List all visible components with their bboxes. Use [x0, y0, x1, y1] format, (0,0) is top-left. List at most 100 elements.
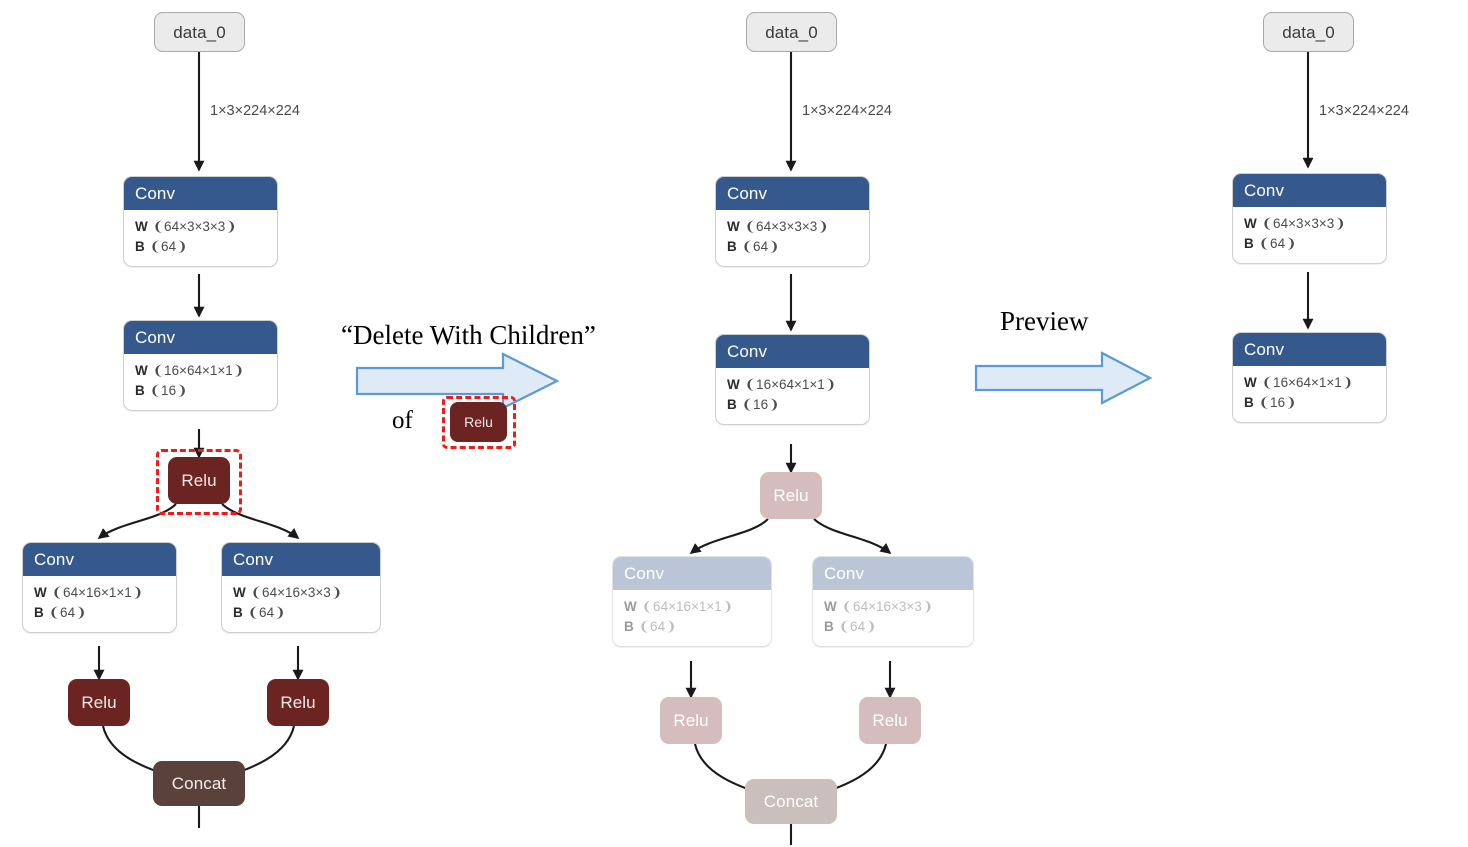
annotation-relu-chip: Relu [450, 402, 507, 442]
node-label: Relu [181, 471, 217, 490]
attr-row: W ❨64×3×3×3❩ [135, 219, 266, 235]
node-header-label: Conv [23, 543, 176, 576]
node-attributes: W ❨16×64×1×1❩ B❨16❩ [1233, 366, 1386, 422]
attr-value: ❨16❩ [741, 396, 780, 412]
node-relu-left-pending-delete[interactable]: Relu [660, 697, 722, 744]
attr-value: ❨64×16×1×1❩ [51, 585, 144, 600]
node-data_0[interactable]: data_0 [154, 12, 245, 52]
attr-row: B❨16❩ [727, 397, 858, 413]
attr-value: ❨16❩ [1258, 394, 1297, 410]
attr-row: W ❨16×64×1×1❩ [727, 377, 858, 393]
attr-value: ❨64❩ [247, 604, 286, 620]
attr-row: B❨16❩ [135, 383, 266, 399]
node-relu-selected[interactable]: Relu [168, 457, 230, 504]
attr-key: W [824, 599, 837, 614]
attr-key: B [624, 618, 634, 634]
attr-key: W [624, 599, 637, 614]
attr-value: ❨64×3×3×3❩ [152, 219, 237, 234]
node-conv-3[interactable]: Conv W ❨64×16×1×1❩ B❨64❩ [22, 542, 177, 634]
node-conv-4-pending-delete[interactable]: Conv W❨64×16×3×3❩ B❨64❩ [812, 556, 974, 648]
attr-value: ❨64❩ [838, 618, 877, 634]
node-attributes: W ❨16×64×1×1❩ B❨16❩ [124, 354, 277, 410]
node-relu-right-pending-delete[interactable]: Relu [859, 697, 921, 744]
node-label: Concat [763, 792, 819, 811]
annotation-of-label: of [392, 407, 413, 434]
node-conv-2[interactable]: Conv W ❨16×64×1×1❩ B❨16❩ [123, 320, 278, 412]
node-attributes: W ❨64×16×1×1❩ B❨64❩ [613, 590, 771, 646]
attr-value: ❨64❩ [1258, 235, 1297, 251]
attr-key: W [135, 363, 148, 378]
attr-row: B❨64❩ [824, 619, 962, 635]
node-header-label: Conv [613, 557, 771, 590]
attr-key: W [727, 219, 740, 234]
annotation-preview-label: Preview [1000, 306, 1089, 336]
attr-row: B❨64❩ [34, 605, 165, 621]
attr-row: W ❨16×64×1×1❩ [1244, 375, 1375, 391]
attr-value: ❨64❩ [149, 238, 188, 254]
attr-key: B [727, 396, 737, 412]
node-concat[interactable]: Concat [153, 761, 245, 806]
node-attributes: W ❨64×3×3×3❩ B❨64❩ [716, 210, 869, 266]
attr-key: W [34, 585, 47, 600]
node-label: Relu [773, 486, 809, 505]
node-header-label: Conv [124, 177, 277, 210]
node-attributes: W ❨64×3×3×3❩ B❨64❩ [124, 210, 277, 266]
node-conv-1[interactable]: Conv W❨64×3×3×3❩ B❨64❩ [1232, 173, 1387, 265]
attr-value: ❨64×3×3×3❩ [744, 219, 829, 234]
node-conv-3-pending-delete[interactable]: Conv W ❨64×16×1×1❩ B❨64❩ [612, 556, 772, 648]
node-concat-pending-delete[interactable]: Concat [745, 779, 837, 824]
edge-label-tensor-shape: 1×3×224×224 [1319, 103, 1409, 119]
attr-value: ❨16×64×1×1❩ [152, 363, 245, 378]
attr-value: ❨64❩ [638, 618, 677, 634]
attr-row: B❨16❩ [1244, 395, 1375, 411]
node-attributes: W ❨64×16×3×3❩ B❨64❩ [813, 590, 973, 646]
attr-key: W [233, 585, 246, 600]
node-conv-2[interactable]: Conv W ❨16×64×1×1❩ B❨16❩ [715, 334, 870, 426]
node-header-label: Conv [716, 177, 869, 210]
attr-value: ❨64×16×3×3❩ [250, 585, 343, 600]
attr-key: B [824, 618, 834, 634]
attr-key: B [34, 604, 44, 620]
annotation-chip-selection-marquee [442, 396, 516, 449]
attr-value: ❨64×16×3×3❩ [841, 599, 934, 614]
attr-key: B [135, 238, 145, 254]
annotation-delete-with-children: “Delete With Children” [341, 320, 596, 350]
node-relu-left[interactable]: Relu [68, 679, 130, 726]
node-header-label: Conv [1233, 174, 1386, 207]
node-attributes: W ❨16×64×1×1❩ B❨16❩ [716, 368, 869, 424]
node-attributes: W ❨64×16×1×1❩ B❨64❩ [23, 576, 176, 632]
node-relu-pending-delete[interactable]: Relu [760, 472, 822, 519]
node-conv-1[interactable]: Conv W ❨64×3×3×3❩ B❨64❩ [715, 176, 870, 268]
node-label: data_0 [173, 22, 226, 42]
block-arrow-right-icon [355, 352, 559, 410]
attr-value: ❨16×64×1×1❩ [1261, 375, 1354, 390]
attr-key: B [1244, 394, 1254, 410]
attr-key: W [727, 377, 740, 392]
attr-row: B❨64❩ [727, 239, 858, 255]
edge-label-tensor-shape: 1×3×224×224 [802, 103, 892, 119]
attr-row: W ❨64×3×3×3❩ [727, 219, 858, 235]
attr-value: ❨16❩ [149, 382, 188, 398]
node-header-label: Conv [124, 321, 277, 354]
node-relu-right[interactable]: Relu [267, 679, 329, 726]
attr-key: W [135, 219, 148, 234]
node-conv-4[interactable]: Conv W❨64×16×3×3❩ B❨64❩ [221, 542, 381, 634]
node-header-label: Conv [1233, 333, 1386, 366]
node-conv-2[interactable]: Conv W ❨16×64×1×1❩ B❨16❩ [1232, 332, 1387, 424]
node-label: Concat [171, 774, 227, 793]
attr-key: B [727, 238, 737, 254]
node-label: Relu [280, 693, 316, 712]
block-arrow-right-icon [974, 351, 1152, 405]
attr-key: W [1244, 375, 1257, 390]
node-label: Relu [872, 711, 908, 730]
node-data_0[interactable]: data_0 [746, 12, 837, 52]
node-data_0[interactable]: data_0 [1263, 12, 1354, 52]
attr-key: B [135, 382, 145, 398]
node-label: Relu [673, 711, 709, 730]
attr-value: ❨16×64×1×1❩ [744, 377, 837, 392]
node-label: data_0 [765, 22, 818, 42]
node-conv-1[interactable]: Conv W ❨64×3×3×3❩ B❨64❩ [123, 176, 278, 268]
attr-value: ❨64×16×1×1❩ [641, 599, 734, 614]
node-header-label: Conv [716, 335, 869, 368]
